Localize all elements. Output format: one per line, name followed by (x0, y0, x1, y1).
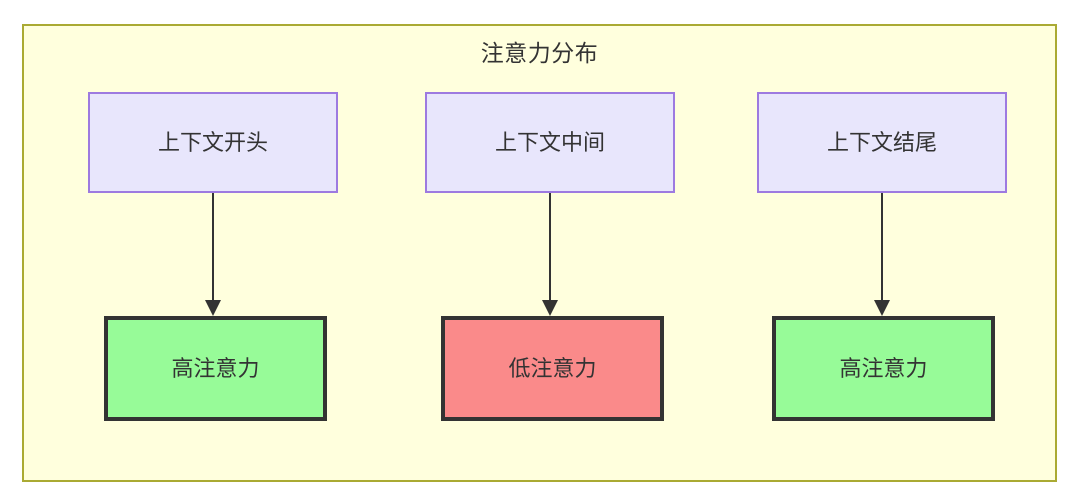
node-label: 上下文中间 (494, 129, 605, 155)
node-context-end[interactable]: 上下文结尾 (757, 92, 1007, 193)
node-label: 上下文结尾 (826, 129, 937, 155)
node-context-middle[interactable]: 上下文中间 (425, 92, 675, 193)
node-attention-middle[interactable]: 低注意力 (441, 316, 664, 421)
node-label: 上下文开头 (157, 129, 268, 155)
node-label: 低注意力 (508, 355, 597, 381)
node-label: 高注意力 (839, 355, 928, 381)
subgraph-title: 注意力分布 (480, 40, 599, 66)
node-label: 高注意力 (171, 355, 260, 381)
node-attention-start[interactable]: 高注意力 (104, 316, 327, 421)
node-attention-end[interactable]: 高注意力 (772, 316, 995, 421)
node-context-start[interactable]: 上下文开头 (88, 92, 338, 193)
